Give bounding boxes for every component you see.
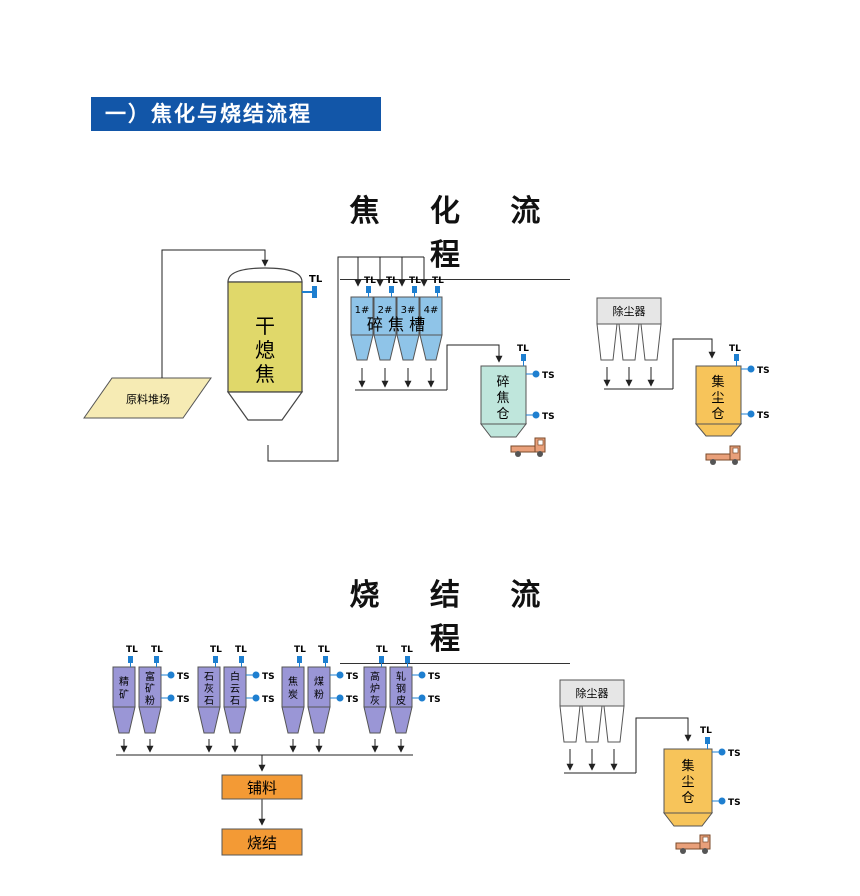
svg-text:石: 石 (204, 696, 214, 707)
svg-text:石: 石 (204, 672, 214, 683)
svg-text:TS: TS (542, 412, 555, 422)
svg-text:熄: 熄 (255, 338, 275, 362)
svg-text:TS: TS (262, 695, 275, 705)
svg-text:TS: TS (728, 749, 741, 759)
dry-quench-furnace: 干 熄 焦 (226, 267, 304, 421)
sintering-title: 烧 结 流 程 (340, 570, 570, 664)
svg-text:TL: TL (364, 276, 376, 286)
svg-text:2#: 2# (378, 305, 393, 316)
crushed-coke-bin: 碎 焦 仓 (479, 365, 528, 438)
process-step-sinter: 烧结 (221, 828, 303, 856)
truck-icon (510, 437, 546, 458)
svg-text:TS: TS (346, 672, 359, 682)
svg-text:TL: TL (386, 276, 398, 286)
section-banner: 一）焦化与烧结流程 (91, 97, 381, 131)
svg-text:除尘器: 除尘器 (576, 686, 609, 700)
svg-text:焦: 焦 (496, 391, 509, 406)
svg-text:TL: TL (126, 645, 138, 655)
svg-text:仓: 仓 (711, 407, 724, 422)
svg-text:白: 白 (230, 670, 240, 683)
svg-text:皮: 皮 (396, 694, 406, 707)
svg-text:4#: 4# (424, 305, 439, 316)
svg-text:灰: 灰 (370, 694, 380, 707)
svg-text:仓: 仓 (496, 407, 509, 422)
svg-text:焦: 焦 (288, 675, 298, 688)
svg-text:碎: 碎 (496, 375, 509, 390)
svg-text:TL: TL (210, 645, 222, 655)
svg-text:碎 焦 槽: 碎 焦 槽 (367, 315, 425, 334)
tank-level-sensors: TL TL TL TL (364, 276, 444, 297)
svg-text:TL: TL (409, 276, 421, 286)
svg-text:烧结: 烧结 (247, 834, 277, 852)
svg-text:干: 干 (255, 314, 275, 338)
crushed-coke-tanks: 1# 2# 3# 4# 碎 焦 槽 (350, 296, 443, 361)
svg-text:粉: 粉 (145, 694, 155, 707)
level-sensor-icon (312, 286, 317, 298)
sinter-bins: 精 矿 富 矿 粉 石 灰 石 白 云 石 焦 炭 煤 粉 高 炉 灰 轧 钢 … (112, 666, 413, 734)
process-step-spread: 铺料 (221, 774, 303, 800)
dust-collector: 除尘器 (559, 679, 625, 743)
svg-text:铺料: 铺料 (247, 779, 277, 797)
svg-text:钢: 钢 (396, 682, 406, 695)
svg-text:仓: 仓 (681, 791, 694, 806)
svg-text:TS: TS (542, 371, 555, 381)
coking-title: 焦 化 流 程 (340, 186, 570, 280)
svg-text:TS: TS (177, 672, 190, 682)
truck-icon (705, 445, 741, 466)
raw-material-yard: 原料堆场 (83, 377, 212, 419)
svg-text:TL: TL (401, 645, 413, 655)
sinter-sensors (128, 656, 426, 702)
svg-text:灰: 灰 (204, 682, 214, 695)
svg-text:TS: TS (346, 695, 359, 705)
svg-text:石: 石 (230, 696, 240, 707)
svg-text:TS: TS (728, 798, 741, 808)
svg-text:3#: 3# (401, 305, 416, 316)
svg-text:云: 云 (230, 684, 240, 695)
svg-text:TS: TS (757, 366, 770, 376)
svg-text:TS: TS (262, 672, 275, 682)
svg-text:TL: TL (517, 344, 529, 354)
svg-text:TL: TL (432, 276, 444, 286)
svg-text:TL: TL (235, 645, 247, 655)
dust-bin: 集 尘 仓 (694, 365, 743, 437)
svg-text:原料堆场: 原料堆场 (126, 392, 170, 406)
svg-text:煤: 煤 (314, 675, 324, 688)
svg-text:炭: 炭 (288, 689, 298, 701)
svg-text:尘: 尘 (711, 391, 724, 406)
svg-text:集: 集 (681, 758, 694, 774)
svg-text:TL: TL (309, 274, 323, 285)
svg-text:高: 高 (370, 670, 380, 683)
svg-text:富: 富 (145, 670, 155, 683)
truck-icon (675, 834, 711, 855)
svg-text:除尘器: 除尘器 (613, 304, 646, 318)
svg-text:TL: TL (294, 645, 306, 655)
dust-collector: 除尘器 (596, 297, 662, 361)
svg-text:焦: 焦 (255, 362, 275, 386)
svg-text:TL: TL (700, 726, 712, 736)
svg-text:TL: TL (318, 645, 330, 655)
svg-text:TL: TL (729, 344, 741, 354)
svg-text:轧: 轧 (396, 670, 406, 683)
svg-text:TS: TS (757, 411, 770, 421)
svg-text:1#: 1# (355, 305, 370, 316)
svg-text:TS: TS (177, 695, 190, 705)
svg-text:炉: 炉 (370, 683, 380, 695)
svg-text:TS: TS (428, 672, 441, 682)
svg-text:精: 精 (119, 675, 129, 688)
svg-text:矿: 矿 (145, 682, 155, 695)
dust-bin: 集 尘 仓 (662, 748, 714, 827)
svg-text:尘: 尘 (681, 775, 694, 790)
svg-text:矿: 矿 (119, 688, 129, 701)
svg-text:集: 集 (711, 374, 724, 390)
svg-text:TL: TL (376, 645, 388, 655)
svg-text:TS: TS (428, 695, 441, 705)
svg-text:TL: TL (151, 645, 163, 655)
svg-text:粉: 粉 (314, 688, 324, 701)
